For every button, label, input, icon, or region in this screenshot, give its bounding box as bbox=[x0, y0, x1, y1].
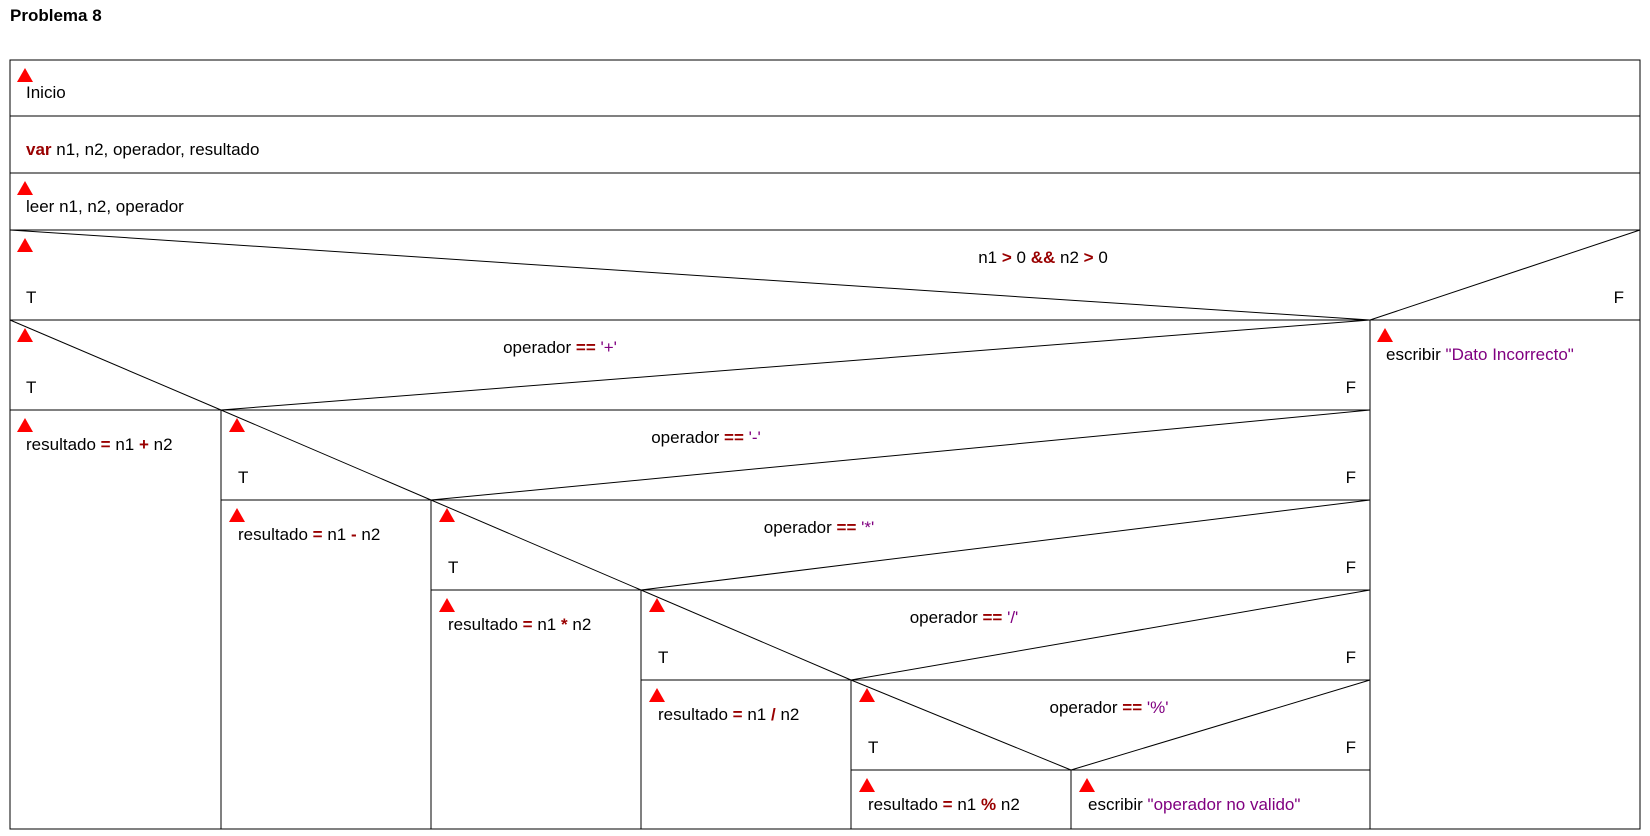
decision-diagonal-false bbox=[430, 409, 1371, 501]
true-label: T bbox=[868, 738, 878, 757]
decision-diagonal-true bbox=[850, 679, 1072, 771]
decision-diagonal-true bbox=[9, 319, 222, 411]
true-label: T bbox=[238, 468, 248, 487]
breakpoint-marker-icon[interactable] bbox=[649, 598, 665, 612]
assignment-plus[interactable]: resultado = n1 + n2 bbox=[26, 435, 173, 454]
breakpoint-marker-icon[interactable] bbox=[17, 238, 33, 252]
false-label: F bbox=[1346, 468, 1356, 487]
breakpoint-marker-icon[interactable] bbox=[859, 778, 875, 792]
breakpoint-marker-icon[interactable] bbox=[229, 418, 245, 432]
invalid-operator-output-statement[interactable]: escribir "operador no valido" bbox=[1088, 795, 1300, 814]
false-label: F bbox=[1346, 558, 1356, 577]
breakpoint-marker-icon[interactable] bbox=[229, 508, 245, 522]
true-label: T bbox=[658, 648, 668, 667]
case-condition-minus[interactable]: operador == '-' bbox=[651, 428, 761, 447]
true-label: T bbox=[26, 378, 36, 397]
breakpoint-marker-icon[interactable] bbox=[17, 181, 33, 195]
assignment-divide[interactable]: resultado = n1 / n2 bbox=[658, 705, 799, 724]
breakpoint-marker-icon[interactable] bbox=[859, 688, 875, 702]
breakpoint-marker-icon[interactable] bbox=[17, 418, 33, 432]
false-label: F bbox=[1346, 378, 1356, 397]
decision-diagonal-true bbox=[220, 409, 432, 501]
true-label: T bbox=[448, 558, 458, 577]
breakpoint-markers bbox=[17, 68, 1393, 792]
outer-condition[interactable]: n1 > 0 && n2 > 0 bbox=[978, 248, 1108, 267]
input-statement[interactable]: leer n1, n2, operador bbox=[26, 197, 184, 216]
case-condition-plus[interactable]: operador == '+' bbox=[503, 338, 617, 357]
start-statement[interactable]: Inicio bbox=[26, 83, 66, 102]
assignment-modulo[interactable]: resultado = n1 % n2 bbox=[868, 795, 1020, 814]
breakpoint-marker-icon[interactable] bbox=[1377, 328, 1393, 342]
false-label: F bbox=[1614, 288, 1624, 307]
breakpoint-marker-icon[interactable] bbox=[649, 688, 665, 702]
decision-diagonal-false bbox=[1070, 679, 1371, 771]
page-title: Problema 8 bbox=[10, 6, 102, 25]
diagram-frame bbox=[9, 59, 1641, 830]
decision-diagonal-false bbox=[220, 319, 1371, 411]
decision-diagonal-true bbox=[430, 499, 642, 591]
breakpoint-marker-icon[interactable] bbox=[439, 508, 455, 522]
assignment-minus[interactable]: resultado = n1 - n2 bbox=[238, 525, 380, 544]
error-output-statement[interactable]: escribir "Dato Incorrecto" bbox=[1386, 345, 1574, 364]
false-label: F bbox=[1346, 648, 1356, 667]
decision-diagonal-false bbox=[850, 589, 1371, 681]
decision-diagonal-false bbox=[640, 499, 1371, 591]
case-condition-modulo[interactable]: operador == '%' bbox=[1050, 698, 1169, 717]
case-condition-divide[interactable]: operador == '/' bbox=[910, 608, 1019, 627]
true-label: T bbox=[26, 288, 36, 307]
assignment-multiply[interactable]: resultado = n1 * n2 bbox=[448, 615, 591, 634]
breakpoint-marker-icon[interactable] bbox=[17, 68, 33, 82]
breakpoint-marker-icon[interactable] bbox=[439, 598, 455, 612]
breakpoint-marker-icon[interactable] bbox=[1079, 778, 1095, 792]
case-condition-multiply[interactable]: operador == '*' bbox=[764, 518, 875, 537]
decision-diagonal-true bbox=[9, 229, 1371, 321]
decision-diagonal-true bbox=[640, 589, 852, 681]
declaration-statement[interactable]: var n1, n2, operador, resultado bbox=[26, 140, 259, 159]
decision-diagonal-false bbox=[1369, 229, 1641, 321]
breakpoint-marker-icon[interactable] bbox=[17, 328, 33, 342]
false-label: F bbox=[1346, 738, 1356, 757]
